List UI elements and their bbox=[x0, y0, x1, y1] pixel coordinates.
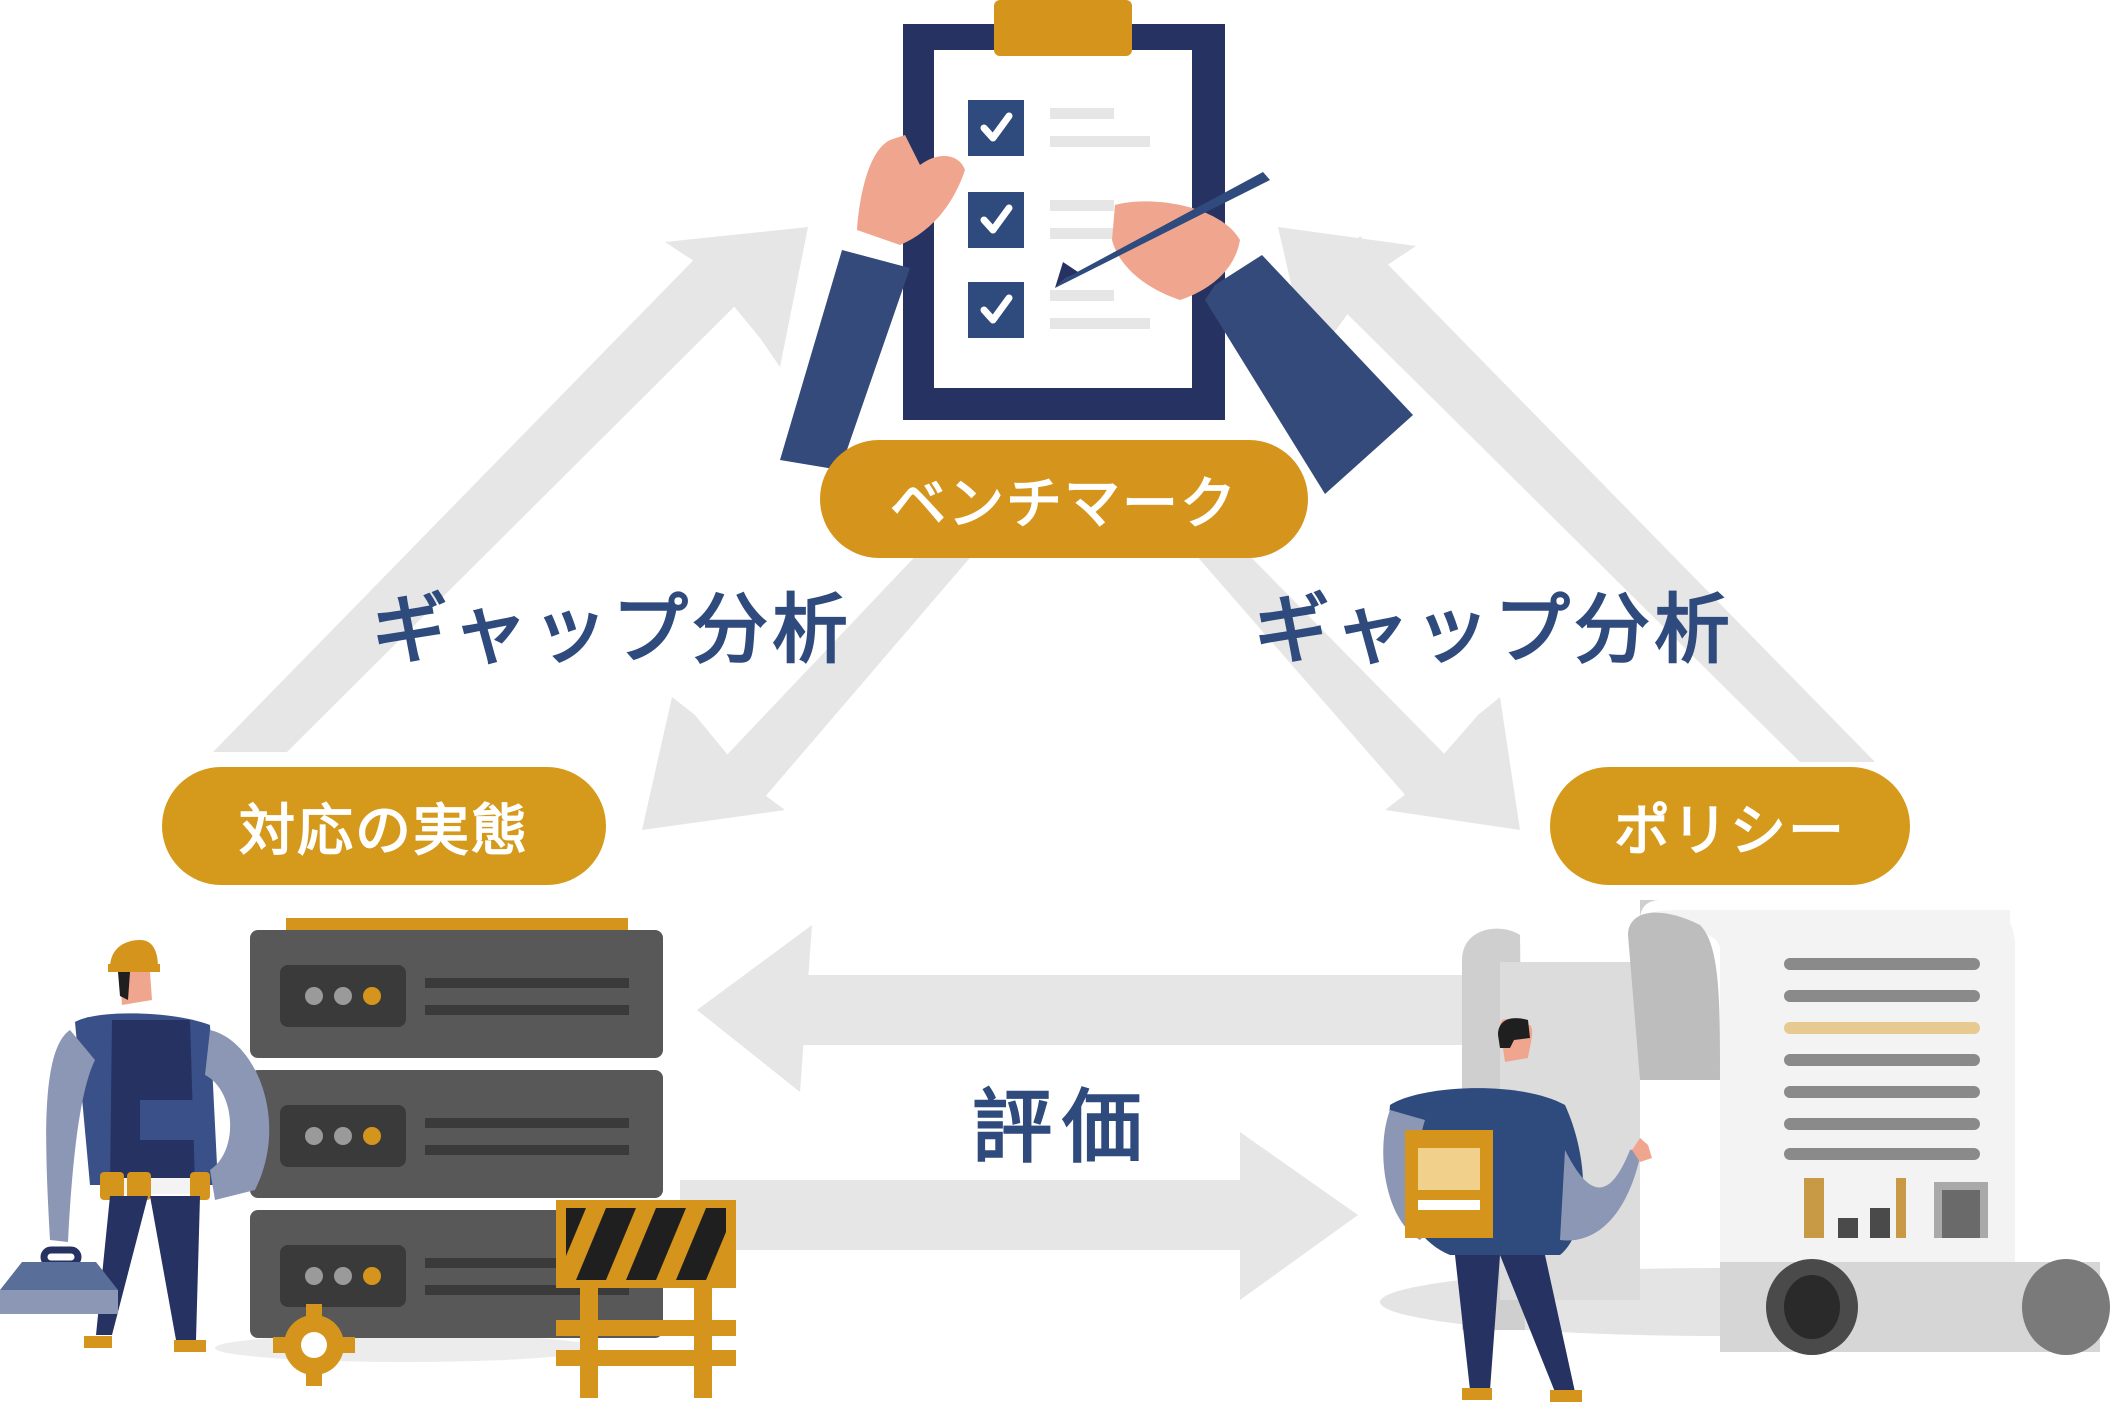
construction-barrier-icon bbox=[556, 1200, 736, 1398]
arrow-actual-to-benchmark bbox=[213, 227, 808, 752]
edge-label-gap-analysis-left: ギャップ分析 bbox=[372, 585, 852, 674]
arrow-actual-to-policy bbox=[680, 1132, 1358, 1300]
node-actual-state-label: 対応の実態 bbox=[239, 798, 529, 864]
arrow-benchmark-to-actual bbox=[642, 546, 980, 830]
node-benchmark-label: ベンチマーク bbox=[890, 471, 1238, 537]
gear-icon bbox=[273, 1304, 355, 1386]
arrow-policy-to-actual bbox=[697, 925, 1500, 1092]
policy-scroll-icon bbox=[1380, 900, 2110, 1355]
node-actual-state: 対応の実態 bbox=[162, 767, 606, 885]
node-policy-label: ポリシー bbox=[1614, 798, 1846, 864]
hand-with-pen-icon bbox=[780, 135, 1413, 494]
node-policy: ポリシー bbox=[1550, 767, 1910, 885]
node-benchmark: ベンチマーク bbox=[820, 440, 1308, 558]
arrows bbox=[213, 227, 1875, 1300]
worker-with-toolbox-icon bbox=[0, 940, 270, 1352]
edge-label-evaluation: 評価 bbox=[972, 1081, 1152, 1174]
edge-label-gap-analysis-right: ギャップ分析 bbox=[1254, 585, 1734, 674]
arrow-benchmark-to-policy bbox=[1188, 546, 1520, 830]
presenter-person-icon bbox=[1383, 1018, 1652, 1402]
